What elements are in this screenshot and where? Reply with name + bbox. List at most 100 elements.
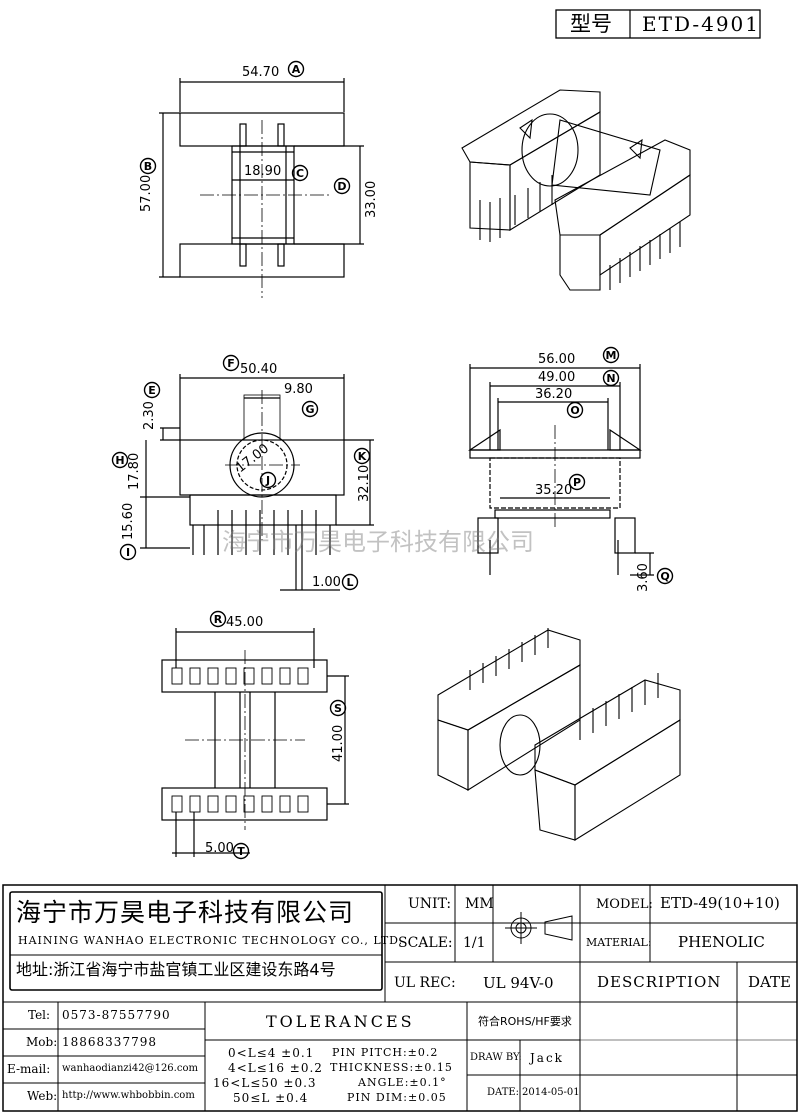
marker-r: R (214, 613, 223, 626)
model-value: ETD-49(10+10) (660, 894, 780, 912)
marker-n: N (606, 372, 615, 385)
marker-s: S (334, 702, 342, 715)
marker-k: K (358, 450, 367, 463)
dim-d-label: 33.00 (364, 180, 379, 218)
marker-circle-t (232, 842, 250, 860)
bottom-view (161, 628, 349, 857)
dim-r-label: 45.00 (226, 615, 264, 630)
draw-by-label: DRAW BY: (470, 1052, 522, 1063)
dim-s-label: 41.00 (331, 724, 346, 762)
marker-h: H (115, 454, 124, 467)
watermark-text: 海宁市万昊电子科技有限公司 (222, 528, 534, 556)
marker-circle-j (259, 471, 277, 489)
dim-g-label: 9.80 (284, 382, 313, 397)
contact-email-value: wanhaodianzi42@126.com (62, 1063, 198, 1074)
tol-left-2: 4<L≤16 ±0.2 (228, 1061, 323, 1075)
model-box-label: 型号 (570, 12, 612, 36)
company-name-en: HAINING WANHAO ELECTRONIC TECHNOLOGY CO.… (18, 934, 404, 947)
description-header: DESCRIPTION (597, 973, 722, 991)
marker-circle-i (119, 543, 137, 561)
dim-t-label: 5.00 (205, 841, 234, 856)
marker-circle-n (602, 369, 620, 387)
dim-f-label: 50.40 (240, 362, 278, 377)
marker-circle-c (291, 164, 309, 182)
dim-e-label: 2.30 (142, 401, 157, 430)
dim-b-label: 57.00 (139, 174, 154, 212)
front-view (140, 374, 374, 591)
marker-circle-l (341, 573, 359, 591)
marker-circle-f (222, 354, 240, 372)
contact-email-label: E-mail: (7, 1062, 51, 1076)
marker-circle-d (333, 177, 351, 195)
dim-k-label: 32.10 (357, 464, 372, 502)
tol-left-3: 16<L≤50 ±0.3 (213, 1076, 317, 1090)
tol-right-4: PIN DIM:±0.05 (347, 1091, 447, 1104)
marker-circle-m (602, 346, 620, 364)
tol-right-1: PIN PITCH:±0.2 (332, 1046, 439, 1059)
projection-symbol-icon (505, 912, 573, 944)
material-value: PHENOLIC (678, 933, 765, 951)
dim-o-label: 36.20 (535, 387, 573, 402)
contact-web-label: Web: (27, 1089, 58, 1103)
marker-c: C (296, 167, 304, 180)
marker-f: F (227, 357, 235, 370)
marker-e: E (148, 384, 156, 397)
marker-circle-r (209, 610, 227, 628)
marker-b: B (144, 160, 152, 173)
marker-m: M (606, 349, 617, 362)
marker-circle-p (568, 473, 586, 491)
dim-i-label: 15.60 (121, 502, 136, 540)
tol-right-3: ANGLE:±0.1° (358, 1076, 447, 1089)
scale-value: 1/1 (463, 935, 486, 951)
marker-d: D (337, 180, 346, 193)
dim-m-label: 56.00 (538, 352, 576, 367)
marker-o: O (570, 404, 579, 417)
sheet-frame (2, 9, 798, 1112)
marker-circle-g (301, 400, 319, 418)
isometric-view-bottom (437, 628, 681, 841)
ul-rec-label: UL REC: (394, 975, 456, 991)
side-view (468, 364, 654, 576)
marker-circle-q (656, 567, 674, 585)
scale-label: SCALE: (398, 935, 453, 951)
marker-t: T (237, 845, 245, 858)
tolerances-header: TOLERANCES (266, 1012, 415, 1031)
marker-circle-s (329, 699, 347, 717)
isometric-view-top (461, 89, 691, 291)
material-label: MATERIAL: (586, 936, 652, 949)
unit-label: UNIT: (408, 896, 452, 912)
draw-by-value: Jack (530, 1051, 564, 1065)
marker-q: Q (660, 570, 669, 583)
top-view (159, 78, 364, 298)
date-value: 2014-05-01 (522, 1087, 580, 1098)
dim-a-label: 54.70 (242, 65, 280, 80)
model-box-value: ETD-4901 (642, 12, 761, 36)
dim-l-label: 1.00 (312, 575, 341, 590)
tol-right-2: THICKNESS:±0.15 (330, 1061, 453, 1074)
dim-c-label: 18.90 (244, 164, 282, 179)
tol-left-4: 50≤L ±0.4 (233, 1091, 309, 1105)
marker-a: A (292, 63, 301, 76)
model-label: MODEL: (596, 897, 653, 912)
contact-web-value: http://www.whbobbin.com (62, 1090, 195, 1101)
contact-tel-label: Tel: (28, 1008, 51, 1022)
marker-circle-o (566, 401, 584, 419)
date-header: DATE (748, 973, 791, 991)
marker-l: L (346, 576, 353, 589)
marker-p: P (573, 476, 581, 489)
dim-h-label: 17.80 (127, 452, 142, 490)
marker-i: I (126, 546, 130, 559)
marker-circle-e (143, 381, 161, 399)
contact-mob-label: Mob: (26, 1035, 58, 1049)
dim-p-label: 35.20 (535, 483, 573, 498)
ul-rec-value: UL 94V-0 (483, 974, 554, 992)
title-block-grid (3, 885, 797, 1111)
unit-value: MM (465, 896, 494, 912)
dim-q-label: 3.60 (636, 563, 651, 592)
dimension-markers: A B C D E F G H I J K L MN O P Q R S T (111, 60, 674, 860)
marker-g: G (305, 403, 314, 416)
marker-j: J (265, 474, 270, 487)
marker-circle-h (111, 451, 129, 469)
